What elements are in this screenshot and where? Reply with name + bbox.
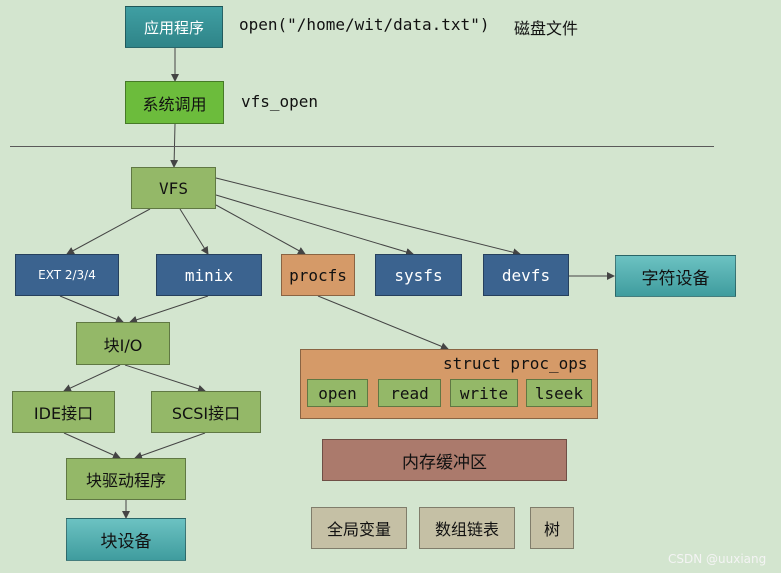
block-device-box: 块设备 bbox=[66, 518, 186, 561]
op-open-box: open bbox=[307, 379, 368, 407]
proc-ops-title: struct proc_ops bbox=[443, 354, 588, 373]
app-box: 应用程序 bbox=[125, 6, 223, 48]
vfs-open-text: vfs_open bbox=[241, 92, 319, 111]
vfs-box: VFS bbox=[131, 167, 216, 209]
block-io-box: 块I/O bbox=[76, 322, 170, 365]
fs-ext-box: EXT 2/3/4 bbox=[15, 254, 119, 296]
memory-buffer-box: 内存缓冲区 bbox=[322, 439, 567, 481]
char-device-box: 字符设备 bbox=[615, 255, 736, 297]
fs-sysfs-box: sysfs bbox=[375, 254, 462, 296]
op-write-box: write bbox=[450, 379, 518, 407]
scsi-interface-box: SCSI接口 bbox=[151, 391, 261, 433]
arrow-vfs-to-devfs bbox=[215, 177, 521, 257]
arrow-ext-to-blockio bbox=[59, 295, 124, 324]
arrow-vfs-to-procfs bbox=[215, 204, 306, 255]
open-path-text: open("/home/wit/data.txt") bbox=[239, 15, 490, 34]
arrow-procfs-to-procops bbox=[317, 295, 449, 351]
global-var-box: 全局变量 bbox=[311, 507, 407, 549]
arrow-scsi-to-driver bbox=[134, 432, 206, 460]
arrow-minix-to-blockio bbox=[129, 295, 209, 324]
block-driver-box: 块驱动程序 bbox=[66, 458, 186, 500]
op-lseek-box: lseek bbox=[526, 379, 592, 407]
arrow-vfs-to-ext bbox=[66, 208, 151, 255]
watermark: CSDN @uuxiang bbox=[668, 552, 767, 566]
fs-minix-box: minix bbox=[156, 254, 262, 296]
arrow-blockio-to-scsi bbox=[124, 364, 206, 393]
arrow-vfs-to-minix bbox=[179, 208, 209, 255]
arrow-blockio-to-ide bbox=[63, 364, 121, 392]
tree-box: 树 bbox=[530, 507, 574, 549]
disk-file-text: 磁盘文件 bbox=[514, 19, 579, 38]
arrow-ide-to-driver bbox=[63, 432, 121, 459]
arrow-vfs-to-sysfs bbox=[215, 194, 414, 256]
arrow-syscall-to-vfs bbox=[170, 123, 179, 168]
syscall-box: 系统调用 bbox=[125, 81, 224, 124]
op-read-box: read bbox=[378, 379, 441, 407]
kernel-boundary-line bbox=[10, 146, 714, 147]
array-list-box: 数组链表 bbox=[419, 507, 515, 549]
fs-procfs-box: procfs bbox=[281, 254, 355, 296]
ide-interface-box: IDE接口 bbox=[12, 391, 115, 433]
fs-devfs-box: devfs bbox=[483, 254, 569, 296]
